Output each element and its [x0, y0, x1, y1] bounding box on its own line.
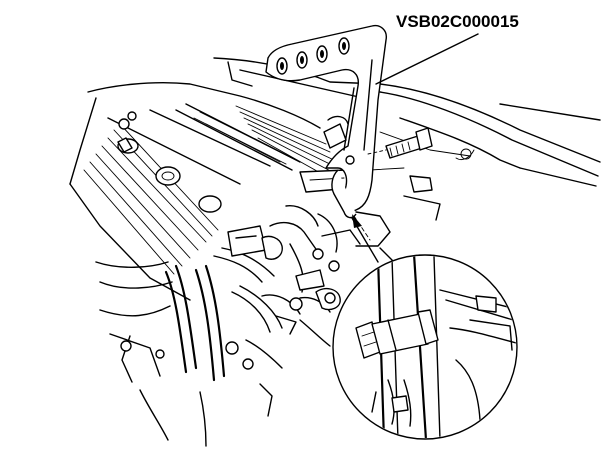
engine-valve-cover — [69, 82, 341, 301]
figure-reference-code: VSB02C000015 — [396, 12, 519, 31]
detail-magnifier-callout — [332, 214, 518, 440]
reference-leader-line — [375, 33, 479, 85]
mounting-bolt — [367, 127, 433, 159]
fastener-clip — [323, 115, 349, 149]
engine-lower-block — [95, 247, 283, 447]
engine-support-bracket-tool — [265, 24, 387, 241]
